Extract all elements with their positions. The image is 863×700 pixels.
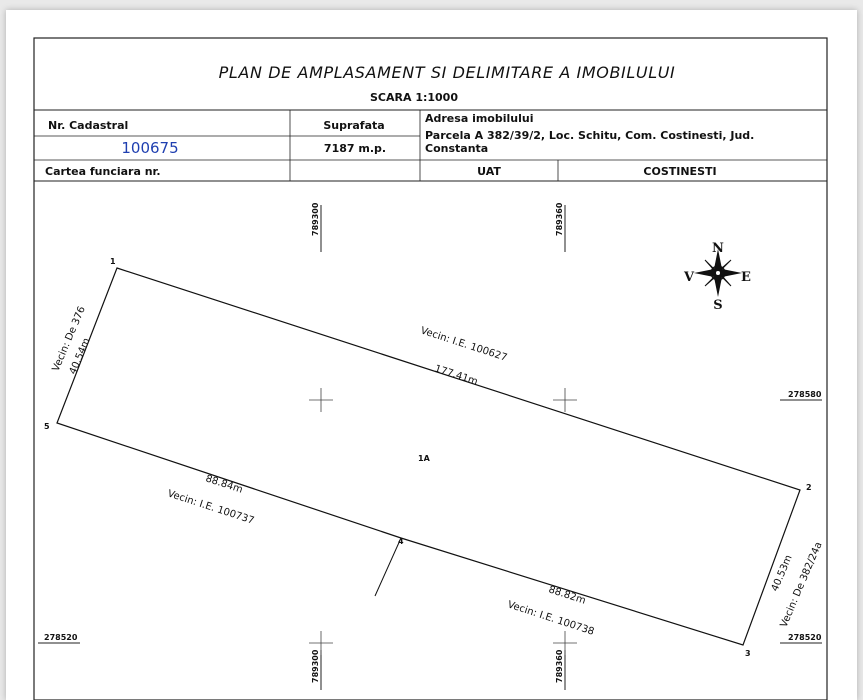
nr-cadastral-label: Nr. Cadastral: [48, 119, 128, 132]
south-left-edge-length: 88.84m: [204, 473, 244, 495]
neighbor-divider-line: [374, 537, 402, 597]
document-sheet: [6, 10, 857, 700]
grid-coord-right-upper: 278580: [788, 390, 822, 399]
south-left-neighbor-label: Vecin: I.E. 100737: [166, 488, 255, 526]
plan-scale: SCARA 1:1000: [370, 91, 458, 104]
grid-coord-bottom-left: 789300: [311, 649, 320, 683]
carte-funciara-label: Cartea funciara nr.: [45, 165, 161, 178]
plan-title: PLAN DE AMPLASAMENT SI DELIMITARE A IMOB…: [219, 63, 676, 82]
suprafata-value: 7187 m.p.: [324, 142, 386, 155]
adresa-line-1: Parcela A 382/39/2, Loc. Schitu, Com. Co…: [425, 129, 754, 142]
grid-coord-bottom-right: 789360: [555, 649, 564, 683]
adresa-label: Adresa imobilului: [425, 112, 533, 125]
adresa-line-2: Constanta: [425, 142, 488, 155]
point-label-5: 5: [44, 422, 50, 431]
compass-rose-icon: [694, 249, 742, 297]
east-neighbor-label: Vecin: De 382/24a: [779, 540, 825, 629]
grid-cross: [309, 388, 333, 412]
point-label-1: 1: [110, 257, 116, 266]
uat-value: COSTINESTI: [643, 165, 716, 178]
parcel-boundary: [56, 267, 801, 646]
compass-label-n: N: [712, 241, 724, 256]
point-label-2: 2: [806, 483, 812, 492]
nr-cadastral-value: 100675: [121, 139, 178, 157]
uat-label: UAT: [477, 165, 501, 178]
east-edge-length: 40.53m: [770, 554, 795, 594]
point-label-4: 4: [398, 537, 404, 546]
grid-coord-right-lower: 278520: [788, 633, 822, 642]
compass-label-s: S: [713, 298, 722, 313]
suprafata-label: Suprafata: [323, 119, 384, 132]
plan-frame: [33, 37, 828, 700]
grid-coord-top-right: 789360: [555, 202, 564, 236]
parcel-id-label: 1A: [418, 454, 431, 463]
compass-label-e: E: [741, 270, 751, 285]
grid-coord-top-left: 789300: [311, 202, 320, 236]
north-neighbor-label: Vecin: I.E. 100627: [419, 325, 508, 363]
grid-cross: [309, 631, 333, 655]
compass-label-v: V: [683, 270, 695, 285]
point-label-3: 3: [745, 649, 751, 658]
north-edge-length: 177.41m: [433, 363, 479, 387]
grid-coord-left-lower: 278520: [44, 633, 78, 642]
grid-cross: [553, 388, 577, 412]
south-right-edge-length: 88.82m: [547, 584, 587, 606]
grid-cross: [553, 631, 577, 655]
